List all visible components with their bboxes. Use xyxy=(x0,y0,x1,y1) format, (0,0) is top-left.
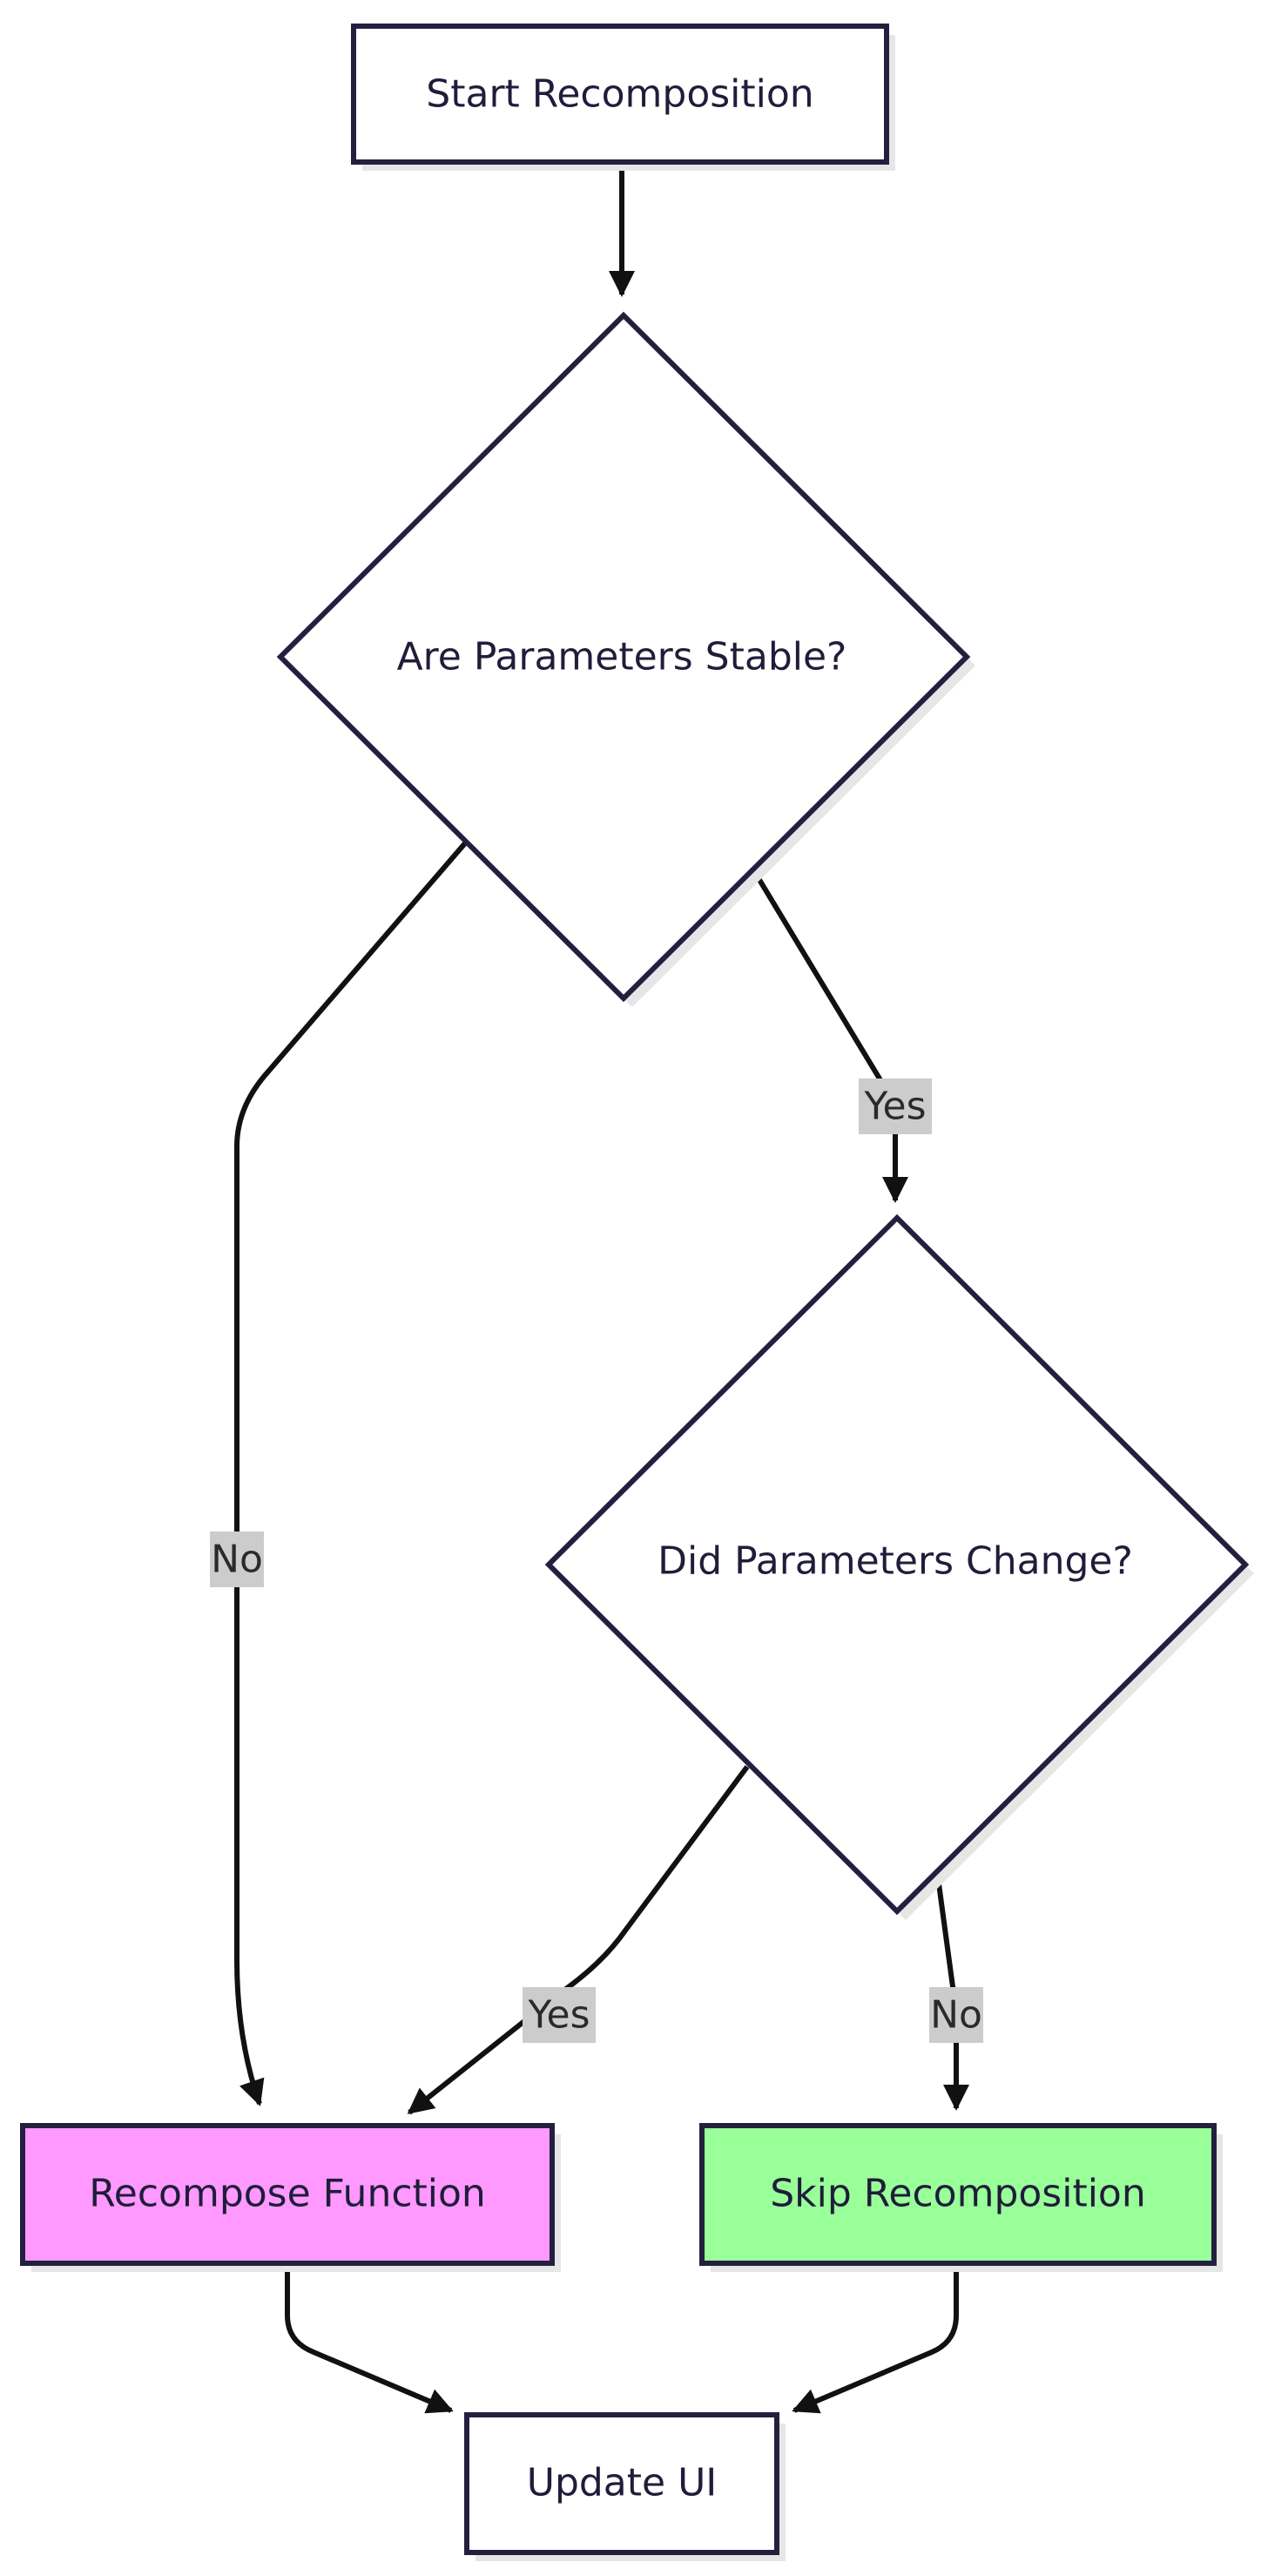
node-box xyxy=(464,2412,779,2555)
node-box xyxy=(351,24,889,165)
node-box xyxy=(20,2123,555,2266)
edge-label-stable-no: No xyxy=(210,1531,264,1587)
node-recompose-function: Recompose Function xyxy=(20,2123,561,2272)
edge-stable-no xyxy=(234,842,468,2106)
node-label: Update UI xyxy=(527,2461,718,2505)
node-update-ui: Update UI xyxy=(464,2412,786,2561)
edge-label-text: No xyxy=(930,1993,982,2038)
node-are-parameters-stable: Are Parameters Stable? xyxy=(276,311,975,1007)
edge-label-changed-yes: Yes xyxy=(523,1987,596,2043)
node-label: Are Parameters Stable? xyxy=(397,635,847,679)
node-label: Did Parameters Change? xyxy=(658,1539,1133,1584)
node-did-parameters-change: Did Parameters Change? xyxy=(544,1214,1254,1920)
node-skip-recomposition: Skip Recomposition xyxy=(699,2123,1223,2272)
edge-changed-yes xyxy=(407,1765,750,2115)
edge-label-background xyxy=(523,1987,596,2043)
node-box xyxy=(699,2123,1217,2266)
edge-skip-to-update xyxy=(792,2265,959,2414)
edge-label-background xyxy=(210,1531,264,1587)
edge-label-text: Yes xyxy=(863,1085,926,1129)
edge-label-text: No xyxy=(211,1538,263,1582)
decision-diamond xyxy=(276,311,971,1003)
decision-diamond xyxy=(544,1214,1250,1916)
node-label: Skip Recomposition xyxy=(770,2172,1145,2216)
edge-recompose-to-update xyxy=(285,2265,454,2414)
edge-label-changed-no: No xyxy=(929,1987,983,2043)
node-label: Recompose Function xyxy=(89,2172,486,2216)
node-start-recomposition: Start Recomposition xyxy=(351,24,895,171)
edge-stable-yes xyxy=(752,869,908,1203)
node-label: Start Recomposition xyxy=(426,72,813,117)
edge-label-text: Yes xyxy=(527,1993,590,2038)
edge-label-background xyxy=(929,1987,983,2043)
edge-label-stable-yes: Yes xyxy=(859,1078,932,1134)
edge-label-background xyxy=(859,1078,932,1134)
